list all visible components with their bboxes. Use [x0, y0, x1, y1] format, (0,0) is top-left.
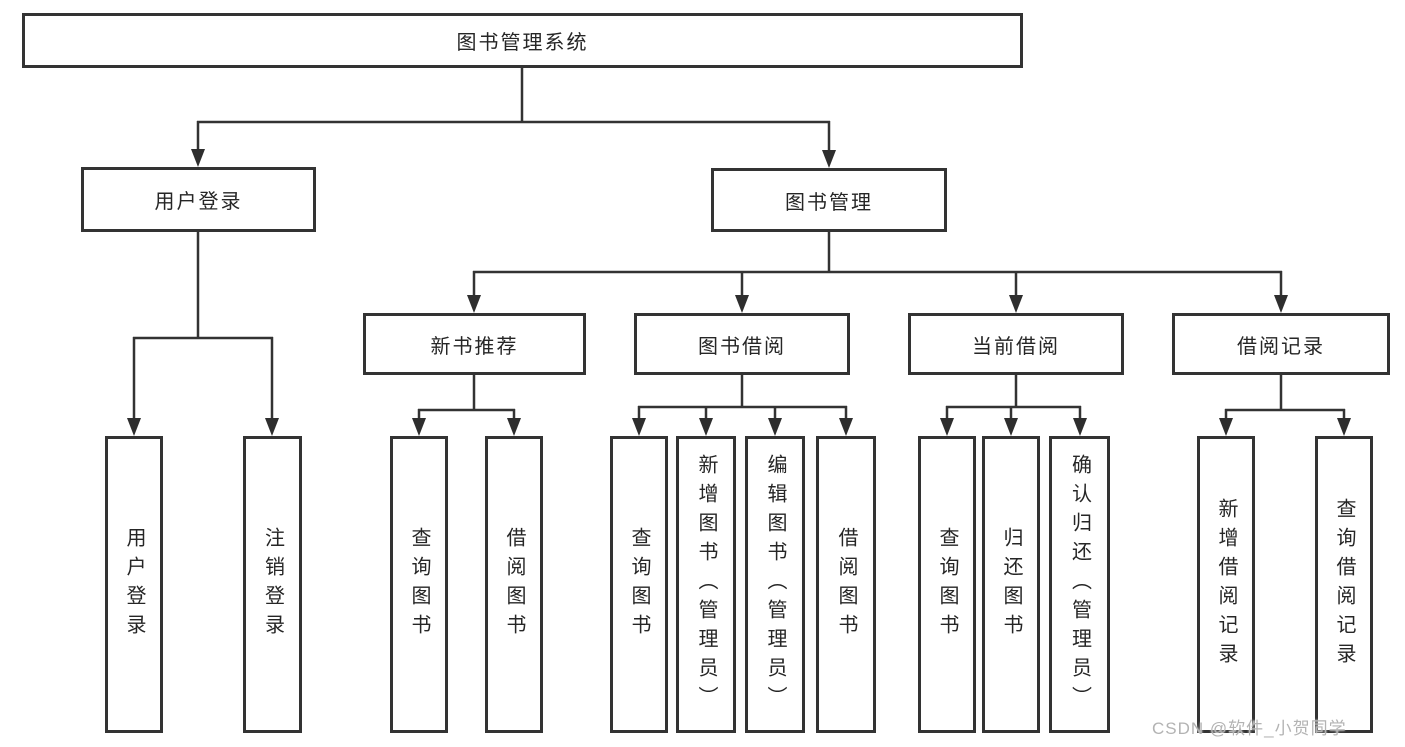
node-book-borrow: 图书借阅 — [634, 313, 850, 375]
leaf-recommend-borrow-books: 借阅图书 — [485, 436, 543, 733]
leaf-current-confirm-return-admin: 确认归还（管理员） — [1049, 436, 1110, 733]
node-user-login: 用户登录 — [81, 167, 316, 232]
node-book-management: 图书管理 — [711, 168, 947, 232]
node-root: 图书管理系统 — [22, 13, 1023, 68]
leaf-borrowing-edit-books-admin: 编辑图书（管理员） — [745, 436, 805, 733]
leaf-logout: 注销登录 — [243, 436, 302, 733]
node-borrow-records: 借阅记录 — [1172, 313, 1390, 375]
leaf-records-add-record: 新增借阅记录 — [1197, 436, 1255, 733]
leaf-current-return-books: 归还图书 — [982, 436, 1040, 733]
leaf-user-login: 用户登录 — [105, 436, 163, 733]
leaf-borrowing-query-books: 查询图书 — [610, 436, 668, 733]
csdn-watermark: CSDN @软件_小贺同学 — [1152, 719, 1347, 738]
leaf-current-query-books: 查询图书 — [918, 436, 976, 733]
leaf-records-query-record: 查询借阅记录 — [1315, 436, 1373, 733]
leaf-borrowing-add-books-admin: 新增图书（管理员） — [676, 436, 736, 733]
node-current-borrow: 当前借阅 — [908, 313, 1124, 375]
node-new-book-recommend: 新书推荐 — [363, 313, 586, 375]
leaf-recommend-query-books: 查询图书 — [390, 436, 448, 733]
leaf-borrowing-borrow-books: 借阅图书 — [816, 436, 876, 733]
